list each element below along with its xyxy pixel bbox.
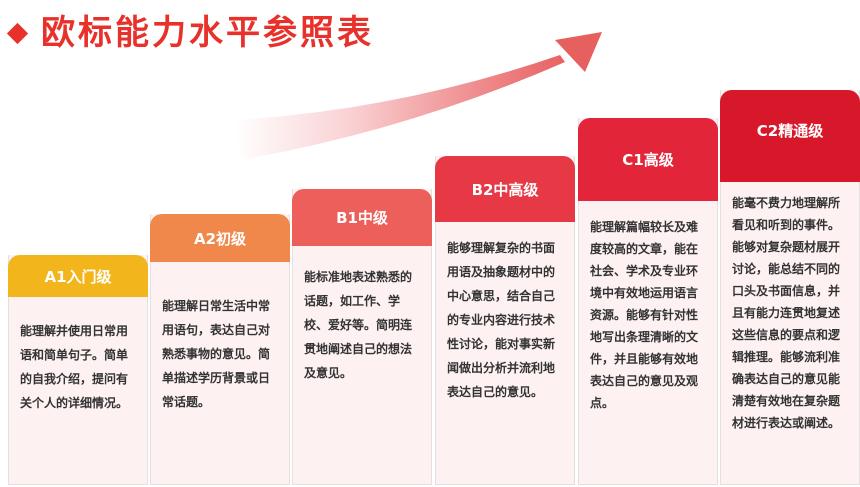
level-card-c2: C2精通级 能毫不费力地理解所看见和听到的事件。能够对复杂题材展开讨论，能总结不… — [720, 90, 860, 485]
level-card-description: 能理解日常生活中常用语句，表达自己对熟悉事物的意见。简单描述学历背景或日常话题。 — [162, 299, 271, 409]
level-card-header: C2精通级 — [720, 90, 860, 182]
level-card-header: A1入门级 — [8, 255, 148, 297]
page-title: 欧标能力水平参照表 — [41, 13, 374, 53]
diamond-bullet-icon — [6, 22, 29, 44]
level-card-title: A1入门级 — [44, 267, 112, 286]
level-card-c1: C1高级 能理解篇幅较长及难度较高的文章，能在社会、学术及专业环境中有效地运用语… — [578, 118, 718, 485]
level-card-header: A2初级 — [150, 214, 290, 262]
level-card-b1: B1中级 能标准地表述熟悉的话题，如工作、学校、爱好等。简明连贯地阐述自己的想法… — [292, 189, 432, 485]
level-card-b2: B2中高级 能够理解复杂的书面用语及抽象题材中的中心意思，结合自己的专业内容进行… — [435, 156, 575, 485]
level-card-a1: A1入门级 能理解并使用日常用语和简单句子。简单的自我介绍，提问有关个人的详细情… — [8, 255, 148, 485]
level-card-title: A2初级 — [193, 229, 247, 248]
level-card-description: 能毫不费力地理解所看见和听到的事件。能够对复杂题材展开讨论，能总结不同的口头及书… — [732, 196, 841, 430]
level-card-header: B2中高级 — [435, 156, 575, 222]
level-card-title: B2中高级 — [471, 180, 539, 199]
level-card-title: C1高级 — [622, 151, 674, 169]
level-card-header: B1中级 — [292, 189, 432, 246]
level-card-description: 能理解并使用日常用语和简单句子。简单的自我介绍，提问有关个人的详细情况。 — [20, 324, 129, 410]
level-card-description: 能够理解复杂的书面用语及抽象题材中的中心意思，结合自己的专业内容进行技术性讨论，… — [447, 241, 556, 399]
level-card-header: C1高级 — [578, 118, 718, 201]
level-card-description: 能理解篇幅较长及难度较高的文章，能在社会、学术及专业环境中有效地运用语言资源。能… — [590, 220, 699, 410]
level-card-description: 能标准地表述熟悉的话题，如工作、学校、爱好等。简明连贯地阐述自己的想法及意见。 — [304, 270, 413, 380]
page-header: 欧标能力水平参照表 — [4, 10, 374, 56]
level-card-title: B1中级 — [336, 209, 388, 227]
level-card-title: C2精通级 — [756, 122, 824, 140]
level-card-a2: A2初级 能理解日常生活中常用语句，表达自己对熟悉事物的意见。简单描述学历背景或… — [150, 214, 290, 485]
